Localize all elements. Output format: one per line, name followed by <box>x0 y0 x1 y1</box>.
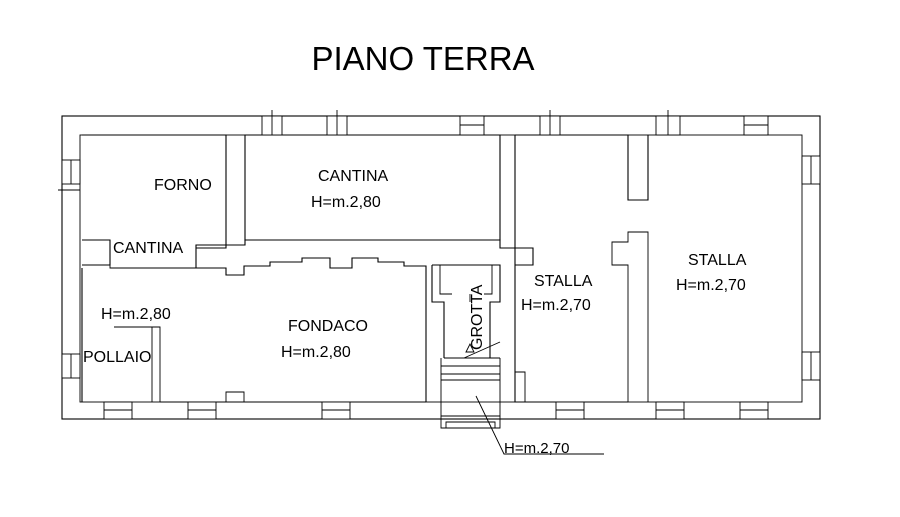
room-label-cantina-left: CANTINA <box>113 240 184 257</box>
room-label-stalla-right: STALLA <box>688 252 747 269</box>
room-label-pollaio: POLLAIO <box>83 349 151 366</box>
room-height-fondaco: H=m.2,80 <box>281 344 351 361</box>
room-height-cantina-top: H=m.2,80 <box>311 194 381 211</box>
window-openings <box>58 110 821 420</box>
plan-title: PIANO TERRA <box>311 40 534 77</box>
room-height-pollaio: H=m.2,80 <box>101 306 171 323</box>
room-label-grotta: GROTTA <box>469 284 486 350</box>
room-label-cantina-top: CANTINA <box>318 168 389 185</box>
room-label-stalla-mid: STALLA <box>534 273 593 290</box>
height-leader-line <box>475 395 604 455</box>
room-label-fondaco: FONDACO <box>288 318 368 335</box>
room-height-grotta: H=m.2,70 <box>504 440 569 457</box>
stair-steps <box>440 294 501 429</box>
room-label-forno: FORNO <box>154 177 212 194</box>
room-height-stalla-mid: H=m.2,70 <box>521 297 591 314</box>
room-height-stalla-right: H=m.2,70 <box>676 277 746 294</box>
interior-walls <box>81 134 649 429</box>
